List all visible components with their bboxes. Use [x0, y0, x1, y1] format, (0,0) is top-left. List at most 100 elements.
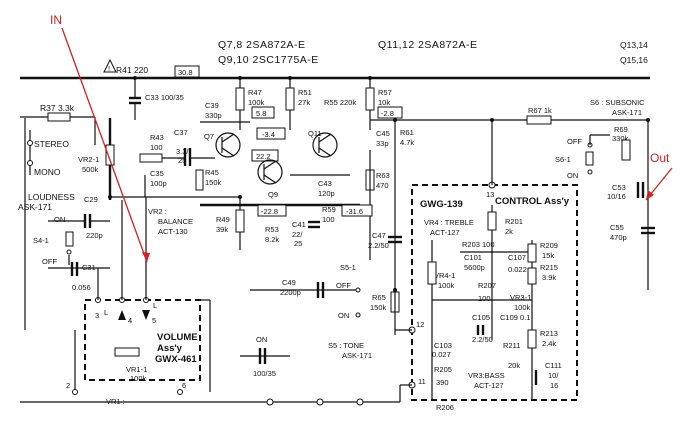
- r213-resistor: [527, 329, 537, 349]
- svg-text:100/35: 100/35: [253, 369, 276, 378]
- header-q9-10: Q9,10 2SC1775A-E: [218, 54, 319, 66]
- off-label-left: OFF: [42, 257, 57, 266]
- pin-2: [72, 389, 78, 395]
- vr4-1-potentiometer: [427, 261, 437, 285]
- header-q13-14: Q13,14: [620, 40, 648, 50]
- r51-resistor: [285, 87, 295, 111]
- r69-resistor: [621, 139, 631, 161]
- pin-label-13: 13: [486, 190, 494, 199]
- svg-text:220p: 220p: [86, 231, 103, 240]
- stereo-label: STEREO: [34, 139, 69, 149]
- pin-label-l2: L: [153, 301, 157, 310]
- q9-label: Q9: [268, 190, 278, 199]
- q7-transistor: [215, 132, 241, 158]
- c31-label: C31: [82, 263, 96, 272]
- vr2-1-potentiometer: [105, 144, 115, 166]
- s4-1-label: S4-1: [33, 236, 49, 245]
- r45-resistor: [195, 169, 204, 191]
- vr1-1-potentiometer: [114, 347, 140, 357]
- r55-label: R55 220k: [324, 98, 356, 107]
- q9-transistor: [257, 159, 283, 185]
- r201-resistor: [487, 211, 497, 231]
- off-label-s5: OFF: [336, 281, 351, 290]
- voltage-minus-2-8: -2.8: [381, 109, 394, 118]
- q11-label: Q11: [308, 129, 322, 138]
- out-annotation-label: Out: [650, 151, 670, 165]
- voltage-minus-3-4: -3.4: [262, 130, 275, 139]
- voltage-minus-2-8-box: [377, 106, 403, 119]
- pin-label-4: 4: [128, 316, 132, 325]
- r41-label: R41 220: [116, 65, 148, 75]
- header-q7-8: Q7,8 2SA872A-E: [218, 39, 306, 51]
- on-label-left: ON: [54, 215, 65, 224]
- voltage-minus-31-6-box: [341, 204, 373, 217]
- warning-triangle-icon: !: [103, 58, 117, 73]
- voltage-minus-3-4-box: [256, 127, 286, 140]
- r67-label: R67 1k: [528, 106, 552, 115]
- output-arrow-icon: [142, 310, 150, 320]
- on-label-s6: ON: [567, 171, 578, 180]
- pin-label-2: 2: [66, 381, 70, 390]
- header-q11-12: Q11,12 2SA872A-E: [378, 39, 477, 51]
- s4-1-switch: [65, 231, 74, 247]
- input-arrow-icon: [118, 310, 126, 320]
- pin-label-6: 6: [182, 381, 186, 390]
- r57-resistor: [365, 87, 375, 111]
- voltage-5-8: 5.8: [256, 109, 266, 118]
- r49-resistor: [235, 209, 245, 233]
- ground-pin-1: [266, 398, 274, 406]
- mono-label: MONO: [34, 167, 61, 177]
- gwg-139-label: GWG-139: [420, 199, 463, 210]
- control-assy-title: CONTROL Ass'y: [495, 196, 570, 207]
- voltage-22-2: 22.2: [256, 152, 271, 161]
- pin-label-11: 11: [418, 377, 426, 386]
- ground-pin-3: [356, 398, 364, 406]
- s6-1-label: S6-1: [555, 155, 571, 164]
- q11-transistor: [312, 132, 338, 158]
- r47-resistor: [235, 87, 245, 111]
- in-annotation-arrow: [61, 27, 148, 263]
- r215-resistor: [527, 267, 537, 285]
- voltage-30-8-box: [174, 65, 200, 78]
- on-label-s5: ON: [338, 311, 349, 320]
- c109-label: C109 0.1: [500, 313, 530, 322]
- svg-text:0.056: 0.056: [72, 283, 91, 292]
- voltage-minus-22-8: -22.8: [261, 207, 278, 216]
- off-label-s6: OFF: [567, 137, 582, 146]
- header-q15-16: Q15,16: [620, 55, 648, 65]
- mono-pin: [27, 160, 33, 166]
- in-annotation-label: IN: [50, 13, 62, 27]
- voltage-30-8: 30.8: [178, 68, 193, 77]
- r67-resistor: [526, 115, 552, 125]
